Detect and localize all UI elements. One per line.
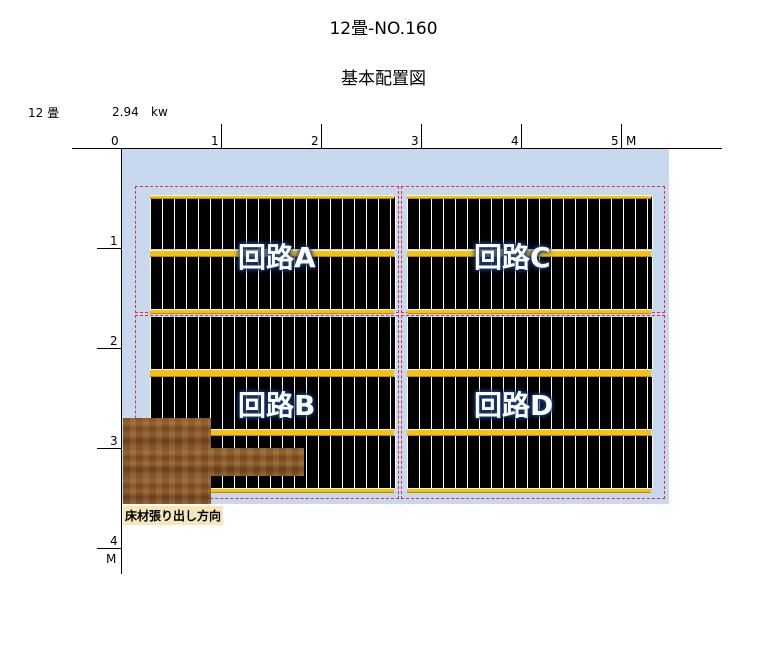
wood-plank-image xyxy=(123,448,304,476)
electrode-bar xyxy=(407,309,651,314)
circuit-label-a: 回路A xyxy=(238,241,316,274)
circuit-panel-b xyxy=(135,315,399,499)
electrode-bar xyxy=(407,250,651,257)
x-tick-label: 0 xyxy=(111,134,119,148)
electrode-bar xyxy=(407,429,651,436)
heater-strip xyxy=(407,377,653,429)
wood-plank-image xyxy=(123,476,211,504)
x-tick-mark xyxy=(521,124,522,148)
electrode-bar xyxy=(150,488,394,493)
x-tick-label: 2 xyxy=(311,134,319,148)
power-unit: kw xyxy=(151,105,168,119)
x-tick-mark xyxy=(621,124,622,148)
y-axis-unit: M xyxy=(106,552,117,566)
circuit-label-d: 回路D xyxy=(474,389,554,422)
y-tick-label: 1 xyxy=(110,234,118,248)
wood-plank-image xyxy=(123,418,211,448)
heater-strip xyxy=(150,257,396,309)
y-tick-mark xyxy=(97,548,121,549)
circuit-panel-d xyxy=(401,315,665,499)
heater-strip xyxy=(407,317,653,369)
heater-strip xyxy=(150,317,396,369)
electrode-bar xyxy=(407,195,651,199)
y-tick-mark xyxy=(97,348,121,349)
x-tick-mark xyxy=(221,124,222,148)
heater-strip xyxy=(150,197,396,249)
circuit-label-c: 回路C xyxy=(474,241,551,274)
x-tick-label: 4 xyxy=(511,134,519,148)
y-tick-mark xyxy=(97,248,121,249)
electrode-bar xyxy=(407,369,651,377)
electrode-bar xyxy=(150,195,394,199)
heater-strip xyxy=(407,257,653,309)
electrode-bar xyxy=(407,488,651,493)
y-tick-label: 3 xyxy=(110,434,118,448)
room-size-label: 12 畳 xyxy=(28,106,60,120)
x-axis-unit: M xyxy=(626,134,637,148)
x-axis-line xyxy=(72,148,722,149)
electrode-bar xyxy=(150,429,394,436)
flooring-direction-label: 床材張り出し方向 xyxy=(123,506,224,525)
y-axis-line xyxy=(121,148,122,574)
y-tick-label: 2 xyxy=(110,334,118,348)
heater-strip xyxy=(407,197,653,249)
power-value: 2.94 xyxy=(112,105,139,119)
y-tick-label: 4 xyxy=(110,534,118,548)
electrode-bar xyxy=(150,250,394,257)
x-tick-label: 3 xyxy=(411,134,419,148)
electrode-bar xyxy=(150,369,394,377)
electrode-bar xyxy=(150,309,394,314)
circuit-label-b: 回路B xyxy=(238,389,316,422)
x-tick-label: 5 xyxy=(611,134,619,148)
diagram-subtitle: 基本配置図 xyxy=(341,69,426,89)
x-tick-label: 1 xyxy=(211,134,219,148)
heater-strip xyxy=(407,436,653,488)
x-tick-mark xyxy=(421,124,422,148)
y-tick-mark xyxy=(97,448,121,449)
x-tick-mark xyxy=(321,124,322,148)
diagram-title: 12畳-NO.160 xyxy=(329,19,438,39)
